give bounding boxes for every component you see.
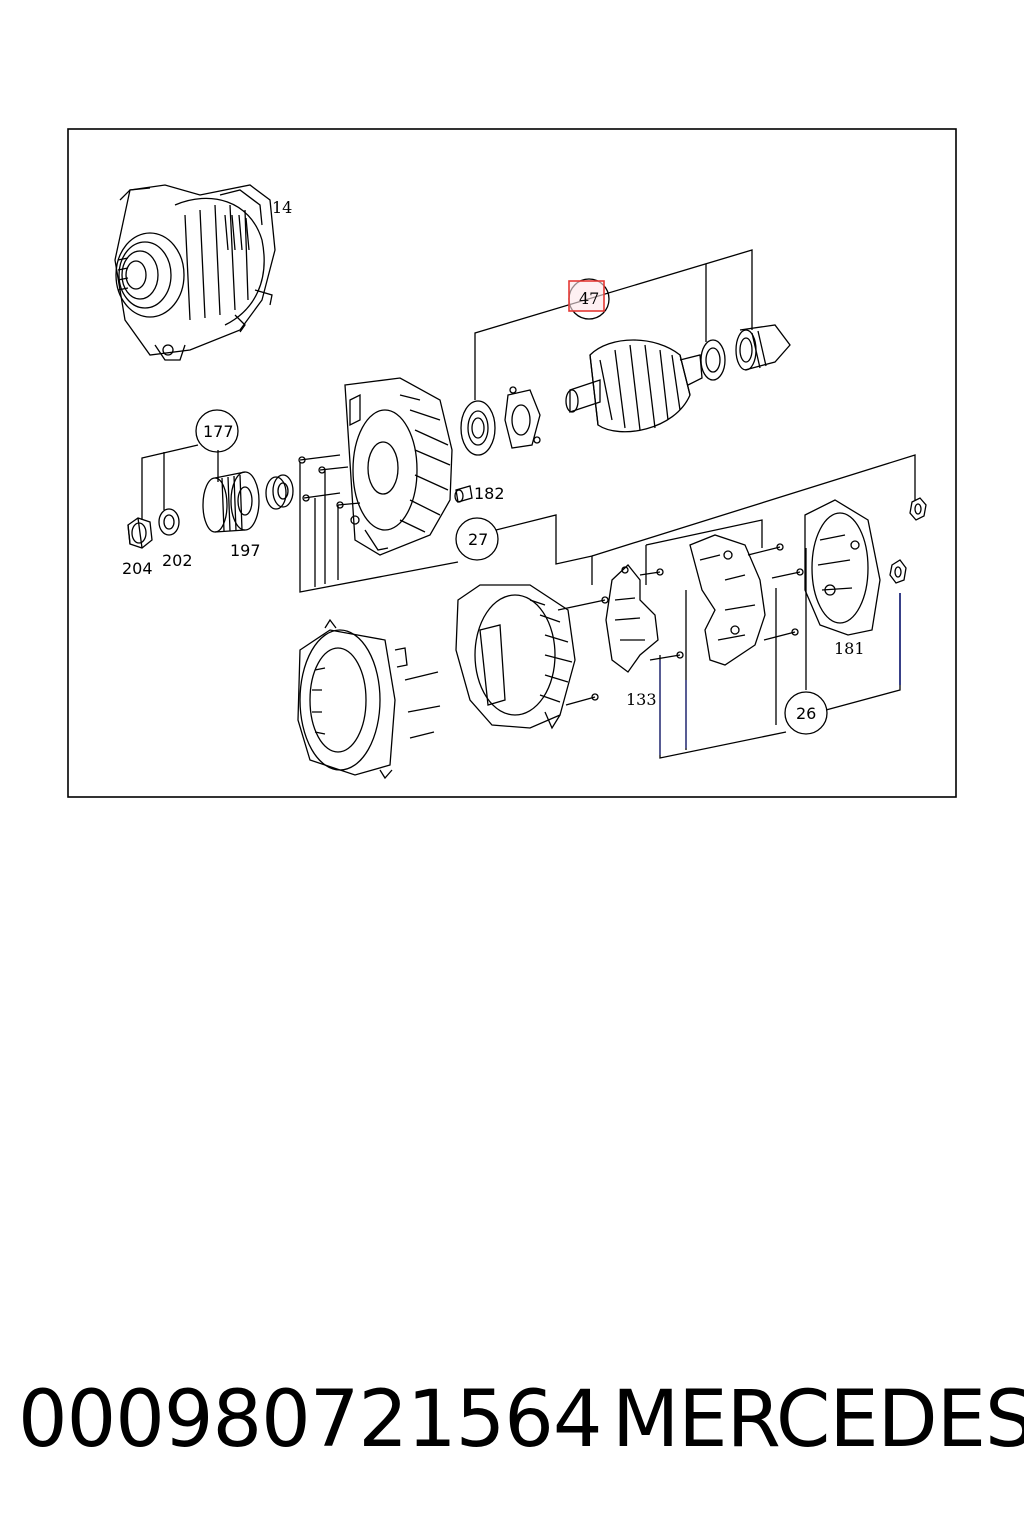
label-182: 182 <box>474 484 505 503</box>
alternator-assembly-drawing <box>114 184 276 361</box>
leader-lines-27 <box>299 454 916 593</box>
washer-202-drawing <box>158 508 180 536</box>
spacer-ring-drawing <box>265 474 294 510</box>
label-181: 181 <box>834 639 865 658</box>
slip-ring-bearing-drawing <box>735 324 791 371</box>
label-202: 202 <box>162 551 193 570</box>
rotor-drawing <box>565 339 703 433</box>
label-133: 133 <box>626 690 657 709</box>
footer: 000980721564 MERCEDES <box>0 1360 1024 1480</box>
label-197: 197 <box>230 541 261 560</box>
plug-182-drawing <box>454 485 473 503</box>
retainer-plate-drawing <box>504 386 541 449</box>
bearing-small-drawing <box>700 339 726 381</box>
nuts-right-drawing <box>889 497 927 584</box>
label-14: 14 <box>272 198 292 217</box>
highlight-box-47 <box>568 280 605 312</box>
part-number: 000980721564 <box>18 1375 603 1465</box>
label-47: 47 <box>579 289 599 308</box>
diagram-frame <box>67 128 957 798</box>
label-26: 26 <box>796 704 816 723</box>
label-177: 177 <box>203 422 234 441</box>
long-bolts-drawing <box>557 596 609 706</box>
bearing-front-drawing <box>460 400 496 456</box>
regulator-133-drawing <box>605 564 684 673</box>
label-27: 27 <box>468 530 488 549</box>
stator-drawing <box>297 618 441 780</box>
rectifier-drawing <box>689 534 804 666</box>
callout-circle-26 <box>784 691 828 735</box>
label-204: 204 <box>122 559 153 578</box>
pulley-197-drawing <box>202 471 260 533</box>
leader-lines-47 <box>474 249 753 400</box>
callout-circle-177 <box>195 409 239 453</box>
callout-circle-27 <box>455 517 499 561</box>
brand-name: MERCEDES <box>612 1375 1024 1465</box>
leader-lines-177 <box>141 444 219 520</box>
drive-end-housing-drawing <box>344 377 453 556</box>
end-cover-181-drawing <box>804 499 881 636</box>
exploded-parts-diagram: 14 47 177 182 204 202 197 27 181 133 26 <box>67 128 957 798</box>
slip-ring-end-housing-drawing <box>455 584 576 730</box>
nut-204-drawing <box>127 517 153 549</box>
